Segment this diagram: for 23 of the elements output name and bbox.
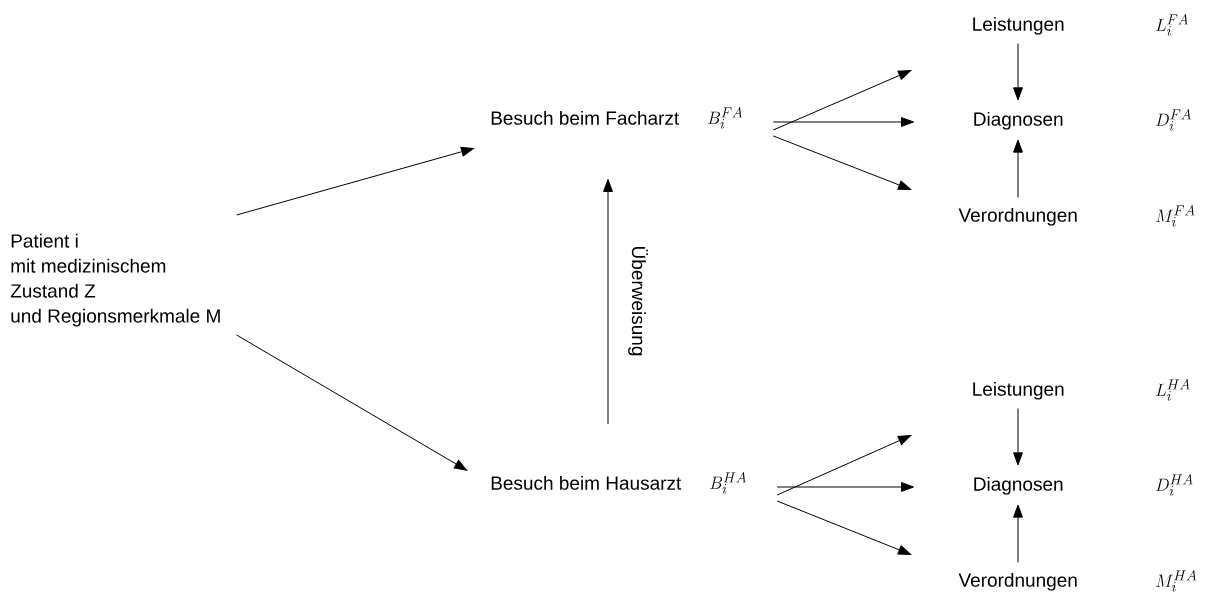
arrow [776,500,912,555]
arrow [1013,139,1023,198]
edge-label: Überweisung [628,247,648,356]
arrow [1013,408,1023,466]
arrow [772,117,914,127]
arrow [776,435,912,496]
patient-text: Patient i mit medizinischem Zustand Z und Regionsmerkmale M [10,233,220,327]
arrow [236,334,468,471]
arrow [603,179,613,425]
node-label: Verordnungen $M_i^{FA}$ [958,205,1195,227]
arrow [772,70,912,131]
arrow [236,146,475,216]
arrow [1013,43,1023,101]
arrow [772,135,912,190]
node-label: Verordnungen $M_i^{HA}$ [958,570,1197,592]
visit-label: Besuch beim Hausarzt $B_i^{HA}$ [491,472,746,494]
arrow [776,482,914,492]
arrow [1013,504,1023,563]
visit-label: Besuch beim Facharzt $B_i^{FA}$ [491,107,743,129]
node-label: Leistungen $L_i^{HA}$ [973,379,1190,401]
node-label: Diagnosen $D_i^{HA}$ [974,474,1193,496]
node-label: Diagnosen $D_i^{FA}$ [974,109,1191,131]
node-label: Leistungen $L_i^{FA}$ [973,14,1188,36]
